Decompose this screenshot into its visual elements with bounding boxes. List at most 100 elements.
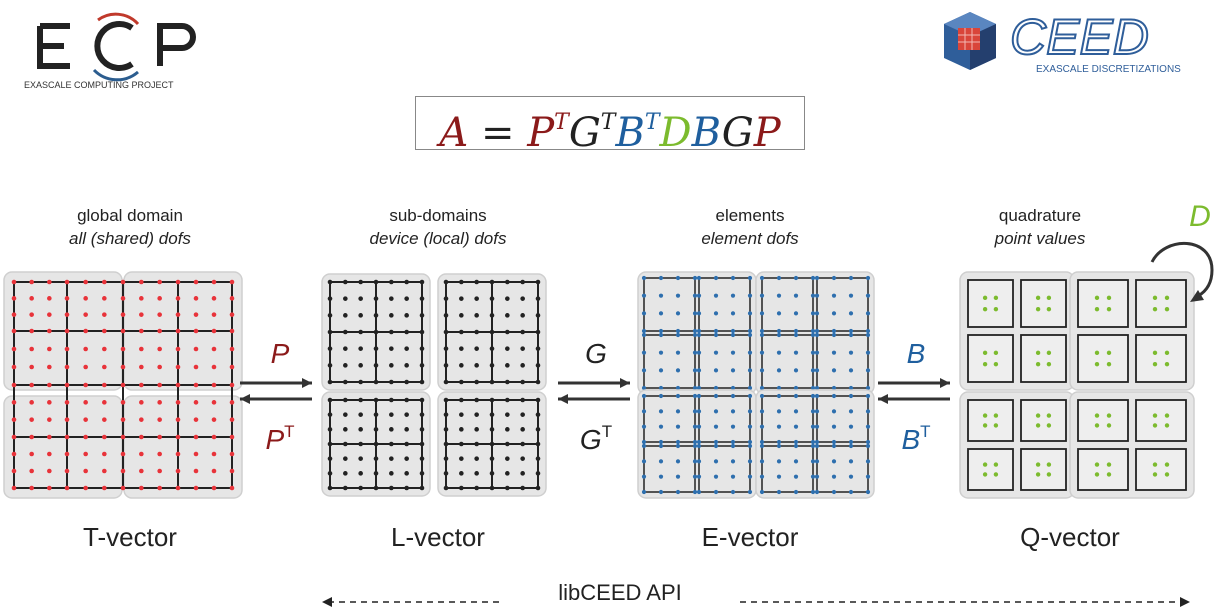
lvec-dof-point: [443, 456, 449, 461]
tvec-dof-point: [11, 279, 17, 285]
evec-dof-point: [747, 424, 753, 429]
tvec-dof-point: [211, 434, 217, 440]
lvec-dof-point: [505, 412, 510, 417]
evec-dof-point: [814, 474, 820, 479]
qvec-quadrature-point: [1152, 423, 1158, 428]
tvec-dof-point: [64, 364, 70, 370]
tvec-dof-point: [193, 364, 199, 370]
qvec-quadrature-point: [1152, 350, 1158, 356]
lvec-dof-point: [459, 313, 464, 318]
evec-dof-point: [793, 385, 799, 391]
evec-dof-point: [696, 293, 702, 298]
qvec-quadrature-point: [1106, 361, 1112, 367]
op-BT: BT: [901, 422, 931, 455]
tvec-dof-point: [193, 468, 199, 474]
evec-dof-point: [696, 368, 702, 373]
tvec-dof-point: [11, 364, 17, 370]
lvec-dof-point: [443, 329, 449, 335]
tvec-dof-point: [47, 434, 52, 440]
tvec-dof-point: [120, 346, 126, 352]
evec-dof-point: [848, 474, 854, 479]
evec-dof-point: [696, 332, 702, 338]
evec-dof-point: [747, 332, 753, 338]
evec-dof-point: [776, 459, 782, 464]
tvec-dof-point: [193, 312, 199, 317]
tvec-dof-point: [157, 451, 162, 457]
evec-dof-point: [641, 474, 647, 479]
tvec-dof-point: [211, 312, 217, 317]
lvec-dof-point: [505, 441, 510, 447]
lvec-dof-point: [489, 363, 495, 368]
tvec-dof-point: [29, 382, 34, 388]
evec-dof-point: [759, 489, 765, 495]
qvec-quadrature-point: [1164, 350, 1170, 356]
tvec-dof-point: [11, 485, 17, 491]
lvec-dof-point: [373, 329, 379, 335]
lvec-dof-point: [404, 427, 409, 432]
qvec-quadrature-point: [1094, 472, 1100, 477]
formula-D: D: [659, 110, 692, 156]
evec-dof-point: [658, 275, 664, 281]
evec-dof-point: [713, 275, 719, 281]
tvec-dof-point: [229, 279, 235, 285]
tvec-dof-point: [139, 451, 144, 457]
evec-dof-point: [696, 350, 702, 355]
evec-dof-point: [692, 350, 698, 355]
qvec-quadrature-point: [1152, 306, 1158, 312]
lvec-dof-point: [327, 427, 333, 432]
evec-dof-point: [793, 489, 799, 495]
tvec-dof-point: [83, 400, 88, 405]
tvec-dof-point: [175, 364, 181, 370]
lvec-dof-point: [327, 485, 333, 491]
evec-dof-point: [692, 443, 698, 449]
evec-dof-point: [814, 393, 820, 399]
lvec-dof-point: [343, 456, 348, 461]
lvec-dof-point: [419, 296, 425, 301]
evec-dof-point: [730, 350, 736, 355]
qvec-quadrature-point: [993, 295, 999, 301]
ecp-subtitle: EXASCALE COMPUTING PROJECT: [24, 80, 174, 90]
qvec-element: [1077, 448, 1129, 491]
tvec-dof-point: [193, 382, 199, 388]
op-GT: GT: [579, 422, 613, 455]
lvec-dof-point: [535, 346, 541, 351]
lvec-dof-point: [443, 379, 449, 385]
tvec-dof-point: [47, 417, 52, 422]
evec-dof-point: [831, 424, 837, 429]
evec-dof-point: [759, 439, 765, 445]
lvec-dof-point: [474, 485, 479, 491]
evec-dof-point: [675, 385, 681, 391]
evec-dof-point: [759, 385, 765, 391]
tvec-dof-point: [229, 296, 235, 301]
evec-dof-point: [831, 409, 837, 414]
lvec-dof-point: [389, 346, 394, 351]
arrow-B-head: [940, 378, 950, 388]
evec-dof-point: [865, 443, 871, 449]
lvec-dof-point: [474, 441, 479, 447]
evec-dof-point: [810, 424, 816, 429]
evec-dof-point: [776, 368, 782, 373]
qvec-quadrature-point: [1035, 295, 1041, 301]
libceed-api-label: libCEED API: [500, 580, 740, 606]
evec-element: [761, 334, 814, 389]
evec-dof-point: [759, 293, 765, 298]
lvec-dof-point: [358, 471, 363, 476]
evec-dof-point: [658, 293, 664, 298]
qvec-element: [1020, 448, 1067, 491]
formula-G: G: [721, 110, 754, 156]
lvec-dof-point: [419, 485, 425, 491]
arrow-G-head: [620, 378, 630, 388]
tvec-dof-point: [175, 382, 181, 388]
evec-dof-point: [759, 424, 765, 429]
evec-dof-point: [776, 443, 782, 449]
lvec-dof-point: [443, 363, 449, 368]
lvec-dof-point: [343, 441, 348, 447]
lvec-dof-point: [327, 379, 333, 385]
evec-dof-point: [730, 393, 736, 399]
tvec-dof-point: [47, 346, 52, 352]
lvec-dof-point: [474, 296, 479, 301]
lvec-dof-point: [358, 427, 363, 432]
lvec-dof-point: [459, 346, 464, 351]
evec-element: [643, 277, 696, 332]
